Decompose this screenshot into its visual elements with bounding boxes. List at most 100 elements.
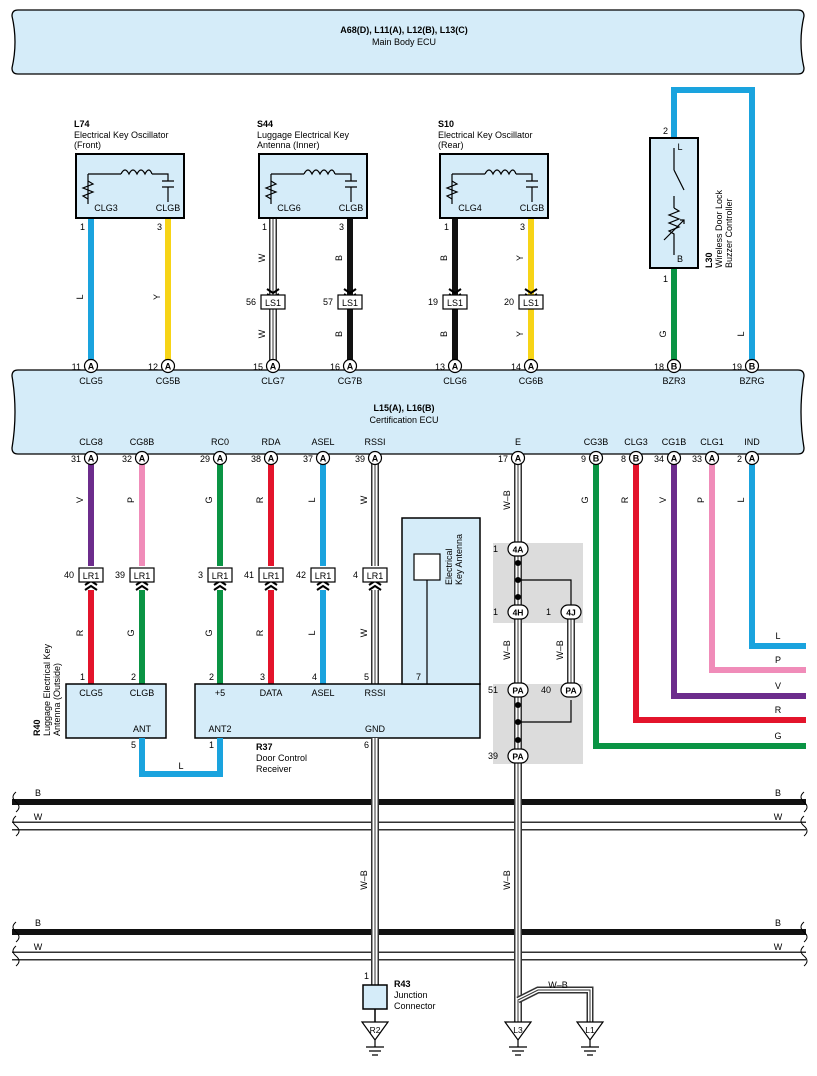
splice-4h	[507, 604, 529, 620]
splice-pin: 1	[546, 607, 551, 617]
cert-bottom-pin-number: 8	[621, 454, 626, 464]
cert-bottom-pin-number: 38	[251, 454, 261, 464]
terminal-label: CLG6	[277, 203, 301, 213]
ls1-connector-label: LS1	[342, 298, 358, 308]
cert-bottom-pin-name: CLG1	[700, 437, 724, 447]
r40-terminal: ANT	[133, 724, 152, 734]
cert-top-pin-number: 13	[435, 362, 445, 372]
r43-pin: 1	[364, 971, 369, 981]
cert-bottom-pin-name: E	[515, 437, 521, 447]
ls1-connector-label: LS1	[523, 298, 539, 308]
cert-bottom-pin-letter: B	[633, 454, 640, 464]
lr1-connector	[362, 567, 388, 583]
side-wire-label: P	[775, 655, 781, 665]
s44-code: S44	[257, 119, 273, 129]
ground-l3-label: L3	[513, 1025, 523, 1035]
r37-terminal: GND	[365, 724, 386, 734]
coil-icon	[303, 169, 336, 176]
ground-symbol	[581, 1040, 599, 1056]
wire-color-label: Y	[515, 255, 525, 261]
cert-top-pin	[83, 358, 99, 374]
bus-label: W	[34, 812, 43, 822]
wire-color-label: Y	[515, 331, 525, 337]
wire-side-3	[633, 455, 806, 723]
cert-bottom-pin-letter: A	[515, 454, 522, 464]
cert-bottom-pin-letter: A	[139, 454, 146, 464]
junction-dot	[515, 577, 521, 583]
cert-bottom-pin-letter: A	[88, 454, 95, 464]
r40-terminal: CLG5	[79, 688, 103, 698]
lr1-pin: 3	[198, 570, 203, 580]
cert-bottom-pin-letter: A	[671, 454, 678, 464]
cert-top-pin	[342, 358, 358, 374]
s44-name: Luggage Electrical Key	[257, 130, 350, 140]
cert-bottom-pin	[367, 450, 383, 466]
lr1-connector-label: LR1	[134, 571, 151, 581]
s44-name: Antenna (Inner)	[257, 140, 320, 150]
l30-terminal-l: L	[677, 142, 682, 152]
cert-top-pin-name: CLG6	[443, 376, 467, 386]
eka-name: Electrical	[444, 548, 454, 585]
lr1-connector-label: LR1	[83, 571, 100, 581]
lr1-connector-label: LR1	[212, 571, 229, 581]
ground-symbol	[366, 1040, 384, 1056]
r40-box	[65, 683, 167, 739]
lr1-pin: 4	[353, 570, 358, 580]
lr1-connector-label: LR1	[315, 571, 332, 581]
cert-bottom-pin	[263, 450, 279, 466]
wire-color-label: G	[580, 496, 590, 503]
wire-side-4	[593, 455, 806, 749]
r37-pin: 2	[209, 672, 214, 682]
cert-bottom-pin-number: 29	[200, 454, 210, 464]
osc-pin: 3	[157, 222, 162, 232]
r37-pin: 7	[416, 672, 421, 682]
wire-color-label: W–B	[502, 640, 512, 660]
junction-dot	[515, 702, 521, 708]
cert-top-pin-number: 12	[148, 362, 158, 372]
cert-bottom-pin-name: CLG3	[624, 437, 648, 447]
switch-icon	[663, 148, 685, 241]
wire-color-label: B	[439, 331, 449, 337]
lr1-connector	[310, 567, 336, 583]
cert-bottom-pin-letter: A	[749, 454, 756, 464]
splice-pa	[507, 682, 529, 698]
wire-color-label: W	[257, 253, 267, 262]
ls1-pin: 19	[428, 297, 438, 307]
circuit-line	[270, 173, 357, 204]
s44-box	[258, 153, 368, 219]
r43-name: Junction	[394, 990, 428, 1000]
l30-name: Buzzer Controller	[724, 198, 734, 268]
r40-name: Luggage Electrical Key	[42, 643, 52, 736]
r40-pin: 5	[131, 740, 136, 750]
cert-top-pin	[744, 358, 760, 374]
cert-bottom-pin	[510, 450, 526, 466]
l74-name: Electrical Key Oscillator	[74, 130, 169, 140]
connector-chevron	[135, 584, 149, 591]
junction-dot	[515, 737, 521, 743]
lr1-pin: 42	[296, 570, 306, 580]
cert-bottom-pin-letter: A	[320, 454, 327, 464]
terminal-label: CLG4	[458, 203, 482, 213]
r40-code: R40	[32, 719, 42, 736]
certification-ecu-codes: L15(A), L16(B)	[373, 403, 434, 413]
wire-color-label: B	[334, 331, 344, 337]
r40-pin: 2	[131, 672, 136, 682]
wire-color-label: V	[658, 497, 668, 503]
cert-top-pin	[265, 358, 281, 374]
cert-top-pin-letter: B	[749, 362, 756, 372]
wire-color-label: W	[359, 628, 369, 637]
wire-l30-l	[671, 87, 755, 362]
terminal-label: CLGB	[339, 203, 364, 213]
cert-bottom-pin-number: 32	[122, 454, 132, 464]
cert-bottom-pin	[83, 450, 99, 466]
wire-color-label: R	[75, 629, 85, 636]
ground-r2-label: R2	[370, 1025, 381, 1035]
cert-bottom-pin-name: RC0	[211, 437, 229, 447]
certification-ecu-box	[11, 369, 805, 455]
l30-pin: 1	[663, 274, 668, 284]
terminal-label: CLGB	[520, 203, 545, 213]
wire-color-label: B	[439, 255, 449, 261]
wire-ant	[139, 738, 223, 777]
wire-color-label: W–B	[555, 640, 565, 660]
r37-terminal: +5	[215, 688, 225, 698]
